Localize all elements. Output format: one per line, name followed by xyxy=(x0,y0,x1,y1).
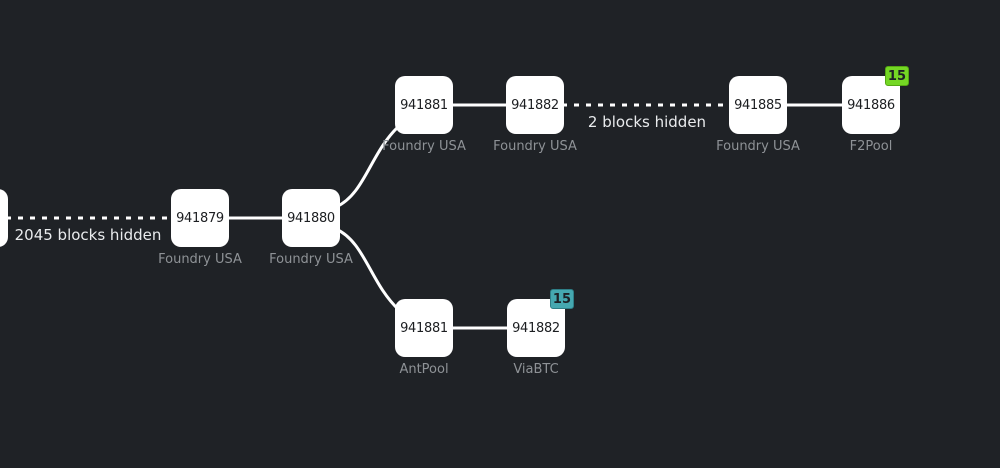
block-height: 941885 xyxy=(734,97,782,113)
block-node-941885[interactable]: 941885 Foundry USA xyxy=(716,76,800,154)
miner-label: ViaBTC xyxy=(513,362,559,377)
block-height: 941880 xyxy=(287,210,335,226)
miner-label: F2Pool xyxy=(849,139,893,154)
hidden-blocks-label-left: 2045 blocks hidden xyxy=(14,226,162,244)
miner-label: Foundry USA xyxy=(716,139,800,154)
block-height: 941879 xyxy=(176,210,224,226)
block-height: 941882 xyxy=(512,320,560,336)
count-badge-green: 15 xyxy=(884,66,909,86)
block-height: 941882 xyxy=(511,97,559,113)
block-height: 941886 xyxy=(847,97,895,113)
block-node-941886[interactable]: 941886 F2Pool 15 xyxy=(842,66,909,154)
miner-label: Foundry USA xyxy=(269,252,353,267)
block-node-941881-bottom[interactable]: 941881 AntPool xyxy=(395,299,453,377)
edge-941880-941881-bottom xyxy=(334,227,401,312)
block-node-941881-top[interactable]: 941881 Foundry USA xyxy=(382,76,466,154)
block-node-941882-top[interactable]: 941882 Foundry USA xyxy=(493,76,577,154)
block-height: 941881 xyxy=(400,320,448,336)
edge-941880-941881-top xyxy=(334,124,401,209)
block-node-941880[interactable]: 941880 Foundry USA xyxy=(269,189,353,267)
block-height: 941881 xyxy=(400,97,448,113)
miner-label: Foundry USA xyxy=(382,139,466,154)
block-node-941882-bottom[interactable]: 941882 ViaBTC 15 xyxy=(507,289,574,377)
block-node-partial[interactable] xyxy=(0,189,8,247)
miner-label: Foundry USA xyxy=(493,139,577,154)
count-badge-teal: 15 xyxy=(549,289,574,309)
hidden-blocks-label-top: 2 blocks hidden xyxy=(587,113,707,131)
miner-label: Foundry USA xyxy=(158,252,242,267)
block-node-941879[interactable]: 941879 Foundry USA xyxy=(158,189,242,267)
miner-label: AntPool xyxy=(399,362,449,377)
